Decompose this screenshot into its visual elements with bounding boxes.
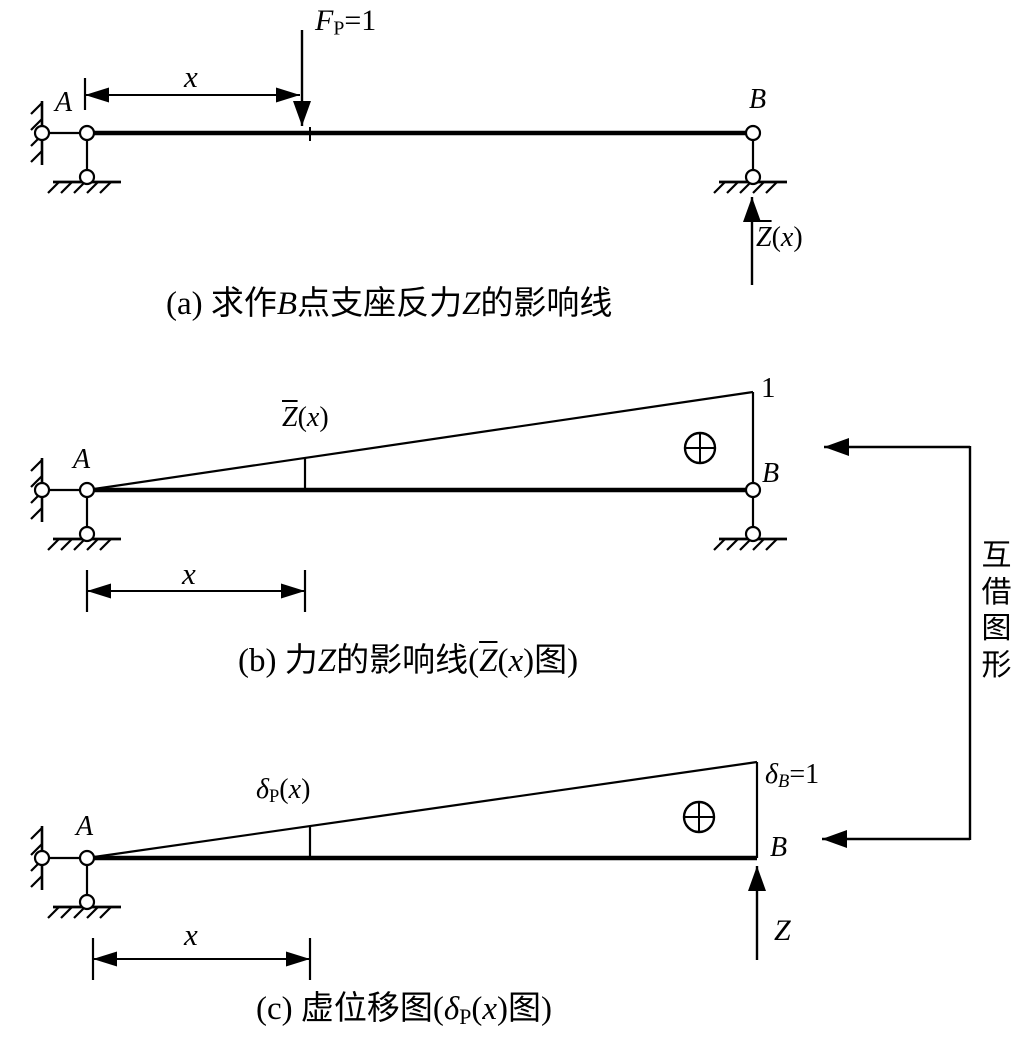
influence-line — [86, 390, 754, 492]
pin-support-b — [712, 481, 789, 552]
text-run: F — [315, 4, 334, 37]
text-run: (a) 求作 — [166, 286, 277, 322]
dimension-x-label: x — [182, 556, 196, 591]
text-run: (b) 力 — [238, 643, 318, 679]
node-b-label: B — [762, 458, 780, 489]
peak-value-label: δB=1 — [765, 761, 819, 791]
text-run: P — [333, 17, 345, 40]
text-run: x — [288, 774, 302, 805]
pin-support-a — [46, 481, 123, 552]
mutual-borrow-connector — [822, 438, 972, 848]
caption-b: (b) 力Z的影响线(Z(x)图) — [238, 643, 578, 681]
ordinate-label: δP(x) — [256, 776, 310, 806]
dimension-x-label: x — [184, 917, 198, 952]
text-run: B — [276, 286, 298, 322]
ordinate-label: Z(x) — [282, 404, 329, 432]
text-run: ) — [319, 402, 329, 433]
redundant-force-label: Z — [774, 914, 791, 947]
part-b-structure — [29, 390, 789, 612]
text-run: ( — [771, 222, 781, 253]
caption-a: (a) 求作B点支座反力Z的影响线 — [166, 286, 612, 324]
text-run: 的影响线( — [336, 643, 480, 679]
text-run: B — [778, 771, 790, 792]
text-run: Z — [317, 643, 337, 679]
dimension-x-label: x — [184, 59, 198, 94]
text-run: ( — [297, 402, 307, 433]
text-run: δ — [443, 991, 460, 1027]
text-run: x — [780, 222, 794, 253]
text-run: x — [306, 402, 320, 433]
text-run: )图) — [523, 643, 579, 679]
text-run: 的影响线 — [480, 286, 613, 322]
node-a-label: A — [76, 811, 94, 842]
text-run: Z — [479, 643, 498, 679]
node-b-label: B — [770, 832, 788, 863]
text-run: ( — [497, 643, 509, 679]
plus-circle-icon — [682, 800, 716, 834]
text-run: x — [482, 991, 497, 1027]
text-run: Z — [462, 286, 481, 322]
part-a-structure — [29, 30, 789, 285]
text-run: Z — [756, 222, 772, 253]
text-run: =1 — [344, 4, 377, 37]
text-run: ( — [471, 991, 483, 1027]
caption-c: (c) 虚位移图(δP(x)图) — [256, 991, 552, 1030]
text-run: Z — [282, 402, 298, 433]
text-run: δ — [256, 774, 270, 805]
part-c-structure — [29, 760, 766, 980]
text-run: ( — [279, 774, 289, 805]
pin-support-a — [46, 849, 123, 920]
text-run: ) — [793, 222, 803, 253]
node-b-label: B — [749, 84, 767, 115]
plus-circle-icon — [683, 431, 717, 465]
mutual-borrow-label: 互借图形 — [981, 539, 1012, 682]
text-run: (c) 虚位移图( — [256, 991, 444, 1027]
text-run: )图) — [496, 991, 552, 1027]
reaction-label: Z(x) — [756, 224, 803, 252]
pin-support-b — [712, 124, 789, 195]
node-a-label: A — [73, 444, 91, 475]
text-run: P — [269, 786, 280, 807]
text-run: δ — [765, 759, 779, 790]
peak-value-label: 1 — [761, 372, 776, 404]
text-run: ) — [301, 774, 311, 805]
displacement-line — [86, 760, 758, 860]
node-a-label: A — [55, 87, 73, 118]
text-run: 点支座反力 — [297, 286, 463, 322]
text-run: P — [459, 1004, 472, 1029]
pin-support-a — [46, 124, 123, 195]
text-run: x — [508, 643, 524, 679]
text-run: =1 — [789, 759, 820, 790]
unit-load-label: FP=1 — [315, 6, 376, 39]
